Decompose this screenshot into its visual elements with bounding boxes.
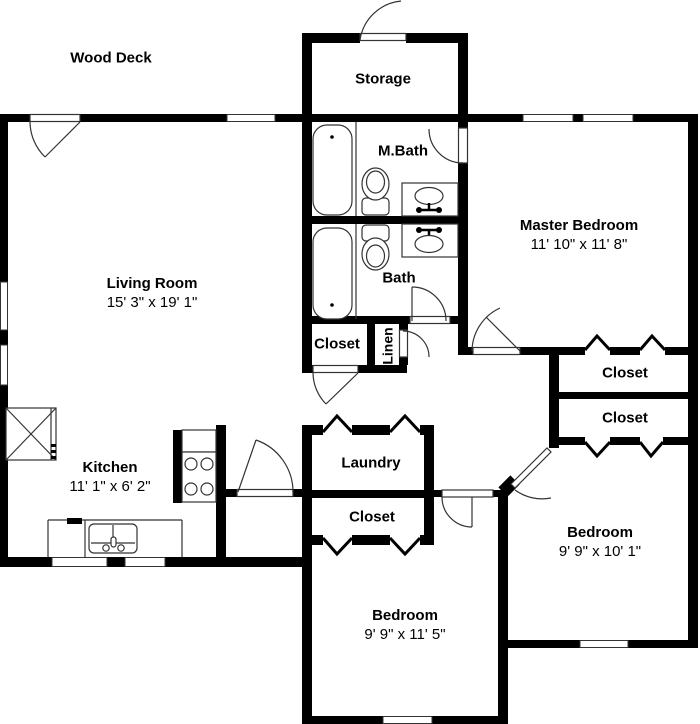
room-label-storage: Storage xyxy=(355,70,411,89)
sink-icon xyxy=(401,223,459,258)
room-name: Closet xyxy=(349,508,395,526)
room-name: Living Room xyxy=(106,275,198,292)
kitchen-counter xyxy=(47,518,183,557)
room-name: Linen xyxy=(379,327,396,365)
room-label-bedroom-right: Bedroom 9' 9" x 10' 1" xyxy=(559,523,641,561)
room-label-master-bedroom: Master Bedroom 11' 10" x 11' 8" xyxy=(520,216,638,254)
room-label-bedroom-closet: Closet xyxy=(602,409,648,428)
room-label-laundry: Laundry xyxy=(341,454,400,473)
room-label-living-room: Living Room 15' 3" x 19' 1" xyxy=(107,274,198,312)
room-name: M.Bath xyxy=(378,142,428,160)
room-name: Closet xyxy=(602,409,648,427)
toilet-icon xyxy=(361,167,390,216)
room-name: Kitchen xyxy=(82,459,138,476)
room-label-wood-deck: Wood Deck xyxy=(70,49,151,68)
room-name: Master Bedroom xyxy=(519,217,639,234)
room-name: Laundry xyxy=(341,454,401,472)
sink-icon xyxy=(401,182,459,217)
room-name: Closet xyxy=(602,364,648,382)
kitchen-sink-icon xyxy=(88,523,138,554)
room-dimensions: 9' 9" x 10' 1" xyxy=(558,543,642,560)
room-name: Bedroom xyxy=(567,524,633,541)
windows-layer xyxy=(0,114,634,724)
room-label-laundry-closet: Closet xyxy=(349,508,395,527)
room-label-master-closet: Closet xyxy=(602,364,648,383)
doors-layer xyxy=(29,0,552,528)
room-label-hall-closet: Closet xyxy=(314,335,360,354)
refrigerator-icon xyxy=(5,407,57,461)
stove-icon xyxy=(181,429,217,503)
bifold-doors-layer xyxy=(321,333,667,557)
room-dimensions: 15' 3" x 19' 1" xyxy=(106,294,198,311)
room-name: Bath xyxy=(382,269,416,287)
bathtub-icon xyxy=(312,122,357,216)
room-dimensions: 11' 1" x 6' 2" xyxy=(69,478,151,495)
room-dimensions: 9' 9" x 11' 5" xyxy=(364,626,446,643)
room-label-bath: Bath xyxy=(382,269,415,288)
toilet-icon xyxy=(361,224,390,271)
room-dimensions: 11' 10" x 11' 8" xyxy=(530,236,628,253)
room-name: Closet xyxy=(314,335,360,353)
room-label-master-bath: M.Bath xyxy=(378,142,428,161)
room-name: Bedroom xyxy=(372,607,438,624)
room-label-bedroom-center: Bedroom 9' 9" x 11' 5" xyxy=(364,606,445,644)
room-name: Storage xyxy=(355,70,411,88)
bathtub-icon xyxy=(312,224,357,320)
room-label-linen: Linen xyxy=(379,327,398,364)
walls-layer xyxy=(0,33,698,724)
room-name: Wood Deck xyxy=(70,49,152,67)
room-label-kitchen: Kitchen 11' 1" x 6' 2" xyxy=(69,458,150,496)
